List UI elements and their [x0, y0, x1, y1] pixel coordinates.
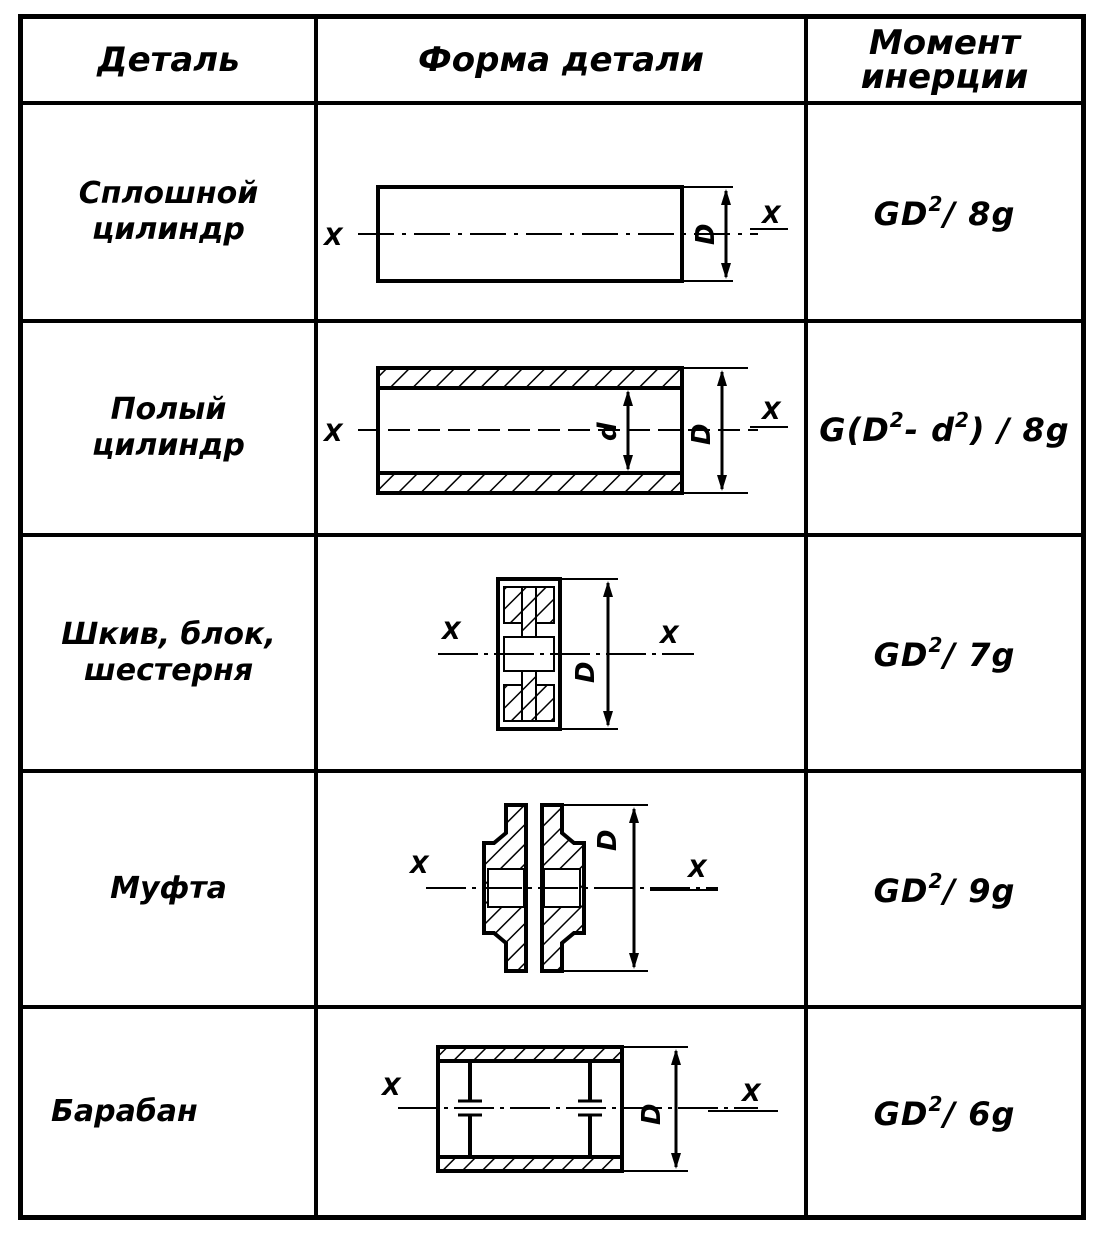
formula-part: GD	[873, 871, 929, 910]
header-moment-text: Момент инерции	[860, 23, 1029, 97]
shape-cell-solid-cylinder: X X D	[318, 105, 808, 323]
formula-part: GD	[873, 1094, 929, 1133]
dimension-label-d: d	[593, 422, 623, 441]
part-cell-hollow-cylinder: Полый цилиндр	[23, 323, 318, 537]
formula-exponent: 2	[928, 1091, 944, 1116]
formula-cell-solid-cylinder: GD2/ 8g	[808, 105, 1081, 323]
formula-part: / 8g	[943, 194, 1016, 233]
part-name: Барабан	[51, 1094, 198, 1129]
axis-label-left: X	[380, 1073, 402, 1101]
header-moment: Момент инерции	[808, 19, 1081, 105]
formula-part: / 7g	[943, 635, 1016, 674]
part-name: Шкив, блок, шестерня	[61, 617, 276, 688]
part-name: Полый цилиндр	[92, 392, 245, 463]
inertia-table: Деталь Форма детали Момент инерции Сплош…	[18, 14, 1086, 1220]
axis-label-left: X	[440, 617, 462, 645]
shape-cell-hollow-cylinder: X X d D	[318, 323, 808, 537]
formula-cell-pulley: GD2/ 7g	[808, 537, 1081, 773]
formula-part: - d	[904, 410, 955, 449]
solid-cylinder-drawing: X X D	[322, 185, 788, 283]
formula-cell-drum: GD2/ 6g	[808, 1009, 1081, 1215]
shape-cell-coupling: X X D	[318, 773, 808, 1009]
formula: GD2/ 7g	[874, 633, 1016, 674]
dimension-label-D: D	[637, 1103, 667, 1125]
shape-cell-drum: X X D	[318, 1009, 808, 1215]
part-name: Сплошной цилиндр	[78, 176, 259, 247]
formula: GD2/ 9g	[874, 869, 1016, 910]
part-name: Муфта	[110, 871, 227, 906]
part-cell-solid-cylinder: Сплошной цилиндр	[23, 105, 318, 323]
formula-part: G(D	[819, 410, 890, 449]
axis-label-left: X	[408, 851, 430, 879]
header-part: Деталь	[23, 19, 318, 105]
axis-label-left: X	[322, 223, 344, 251]
header-shape-text: Форма детали	[418, 40, 704, 80]
pulley-drawing: X X D	[438, 577, 694, 731]
coupling-drawing: X X D	[408, 803, 718, 973]
formula-part: ) / 8g	[969, 410, 1070, 449]
formula-cell-coupling: GD2/ 9g	[808, 773, 1081, 1009]
formula: GD2/ 6g	[874, 1092, 1016, 1133]
part-cell-coupling: Муфта	[23, 773, 318, 1009]
shape-cell-pulley: X X D	[318, 537, 808, 773]
formula-part: GD	[873, 194, 929, 233]
axis-label-right: X	[686, 855, 708, 883]
formula-part: / 9g	[943, 871, 1016, 910]
formula-cell-hollow-cylinder: G(D2- d2) / 8g	[808, 323, 1081, 537]
formula-exponent: 2	[928, 191, 944, 216]
part-cell-pulley: Шкив, блок, шестерня	[23, 537, 318, 773]
header-part-text: Деталь	[97, 40, 240, 80]
formula-exponent: 2	[928, 868, 944, 893]
axis-label-right: X	[760, 397, 782, 425]
axis-label-right: X	[760, 201, 782, 229]
formula-exponent: 2	[889, 407, 905, 432]
formula-exponent: 2	[928, 632, 944, 657]
formula-exponent: 2	[955, 407, 970, 432]
axis-label-left: X	[322, 419, 344, 447]
formula: GD2/ 8g	[874, 192, 1016, 233]
formula-part: GD	[873, 635, 929, 674]
part-cell-drum: Барабан	[23, 1009, 318, 1215]
formula: G(D2- d2) / 8g	[819, 408, 1069, 449]
axis-label-right: X	[658, 621, 680, 649]
dimension-label-D: D	[687, 423, 717, 445]
drum-drawing: X X D	[380, 1045, 778, 1173]
axis-label-right: X	[740, 1079, 762, 1107]
dimension-label-D: D	[571, 661, 601, 683]
formula-part: / 6g	[943, 1094, 1016, 1133]
dimension-label-D: D	[593, 829, 623, 851]
dimension-label-D: D	[691, 223, 721, 245]
header-shape: Форма детали	[318, 19, 808, 105]
hollow-cylinder-drawing: X X d D	[322, 366, 788, 495]
